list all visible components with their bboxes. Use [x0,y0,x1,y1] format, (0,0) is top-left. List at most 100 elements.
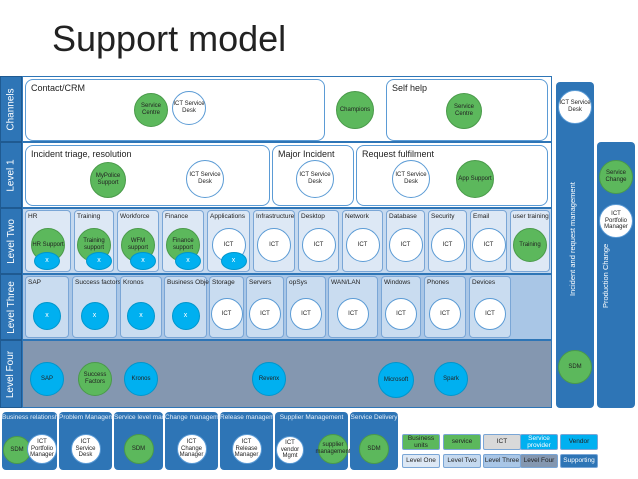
level2-column-title: Email [473,213,490,220]
level3-node: ICT [337,298,369,330]
support-process-title: Release management [220,414,284,421]
level2-column-title: user training [513,213,549,220]
level2-badge: x [220,252,247,270]
level3-node: x [171,302,200,330]
level3-node: ICT [290,298,322,330]
level2-column-title: Finance [165,213,189,220]
support-node: ICT Portfolio Manager [27,434,57,464]
request-fulfilment-title: Request fulfilment [362,149,435,159]
level3-column-title: Business Objects [167,279,218,286]
ict-service-desk-node: ICT Service Desk [172,91,206,125]
level-label-three: Level Three [0,274,22,340]
level2-node: ICT [388,228,423,262]
kronos-vendor-node: Kronos [124,362,158,396]
level2-node: ICT [471,228,506,262]
level2-node: ICT [430,228,465,262]
triage-box: Incident triage, resolution [25,145,270,206]
level2-column-title: Database [389,213,417,220]
success-factors-vendor-node: Success Factors [78,362,112,396]
app-support-node: App Support [456,160,494,198]
level2-badge: x [86,252,112,270]
legend-item: Level Three [483,454,521,468]
level2-node: ICT [345,228,380,262]
support-node: ICT Change Manager [176,434,207,464]
level3-column-title: WAN/LAN [331,279,361,286]
champions-node: Champions [336,91,374,129]
self-help-title: Self help [392,83,428,93]
legend-item: Supporting [560,454,598,468]
self-help-service-centre-node: Service Centre [446,93,482,129]
level-label-one: Level 1 [0,142,22,208]
level-label-four: Level Four [0,340,22,408]
level2-badge: x [175,252,201,270]
request-fulfilment-box: Request fulfilment [356,145,548,206]
level3-column-title: Phones [427,279,450,286]
level3-node: x [127,302,155,330]
legend-item: Level Two [443,454,481,468]
revenx-vendor-node: Revenx [252,362,286,396]
level2-column-title: Applications [210,213,246,220]
level3-node: ICT [429,298,461,330]
incident-desk-node: ICT Service Desk [558,90,592,124]
level3-column-title: Servers [249,279,272,286]
support-node: ICT Release Manager [231,434,262,464]
support-process-title: Business relationship [2,414,64,421]
level3-node: ICT [385,298,417,330]
level3-node: ICT [210,298,243,330]
mypolice-node: MyPolice Support [90,162,126,198]
support-node: supplier management [316,434,351,464]
level-label-channels: Channels [0,76,22,142]
spark-vendor-node: Spark [434,362,468,396]
level3-column-title: Storage [212,279,235,286]
support-node: SDM [123,434,154,464]
level2-node: ICT [301,228,336,262]
level3-column-title: opSys [289,279,308,286]
level3-node: x [80,302,109,330]
sap-vendor-node: SAP [30,362,64,396]
self-help-box: Self help [386,79,548,141]
level3-node: ICT [249,298,281,330]
level2-badge: x [34,252,60,270]
support-process-title: Service Delivery [350,414,398,421]
level2-column-title: HR [28,213,38,220]
level3-column-title: SAP [28,279,42,286]
level2-column-title: Network [345,213,369,220]
legend-item: Vendor [560,434,598,450]
level2-column-title: Security [431,213,455,220]
major-incident-title: Major Incident [278,149,335,159]
level3-node: x [33,302,61,330]
level3-node: ICT [474,298,506,330]
level2-column-title: Infrastructure [256,213,295,220]
level2-node: ICT [257,228,291,262]
contact-crm-title: Contact/CRM [31,83,86,93]
level2-node: Training [513,228,547,262]
microsoft-vendor-node: Microsoft [378,362,414,398]
level2-column-title: Workforce [120,213,150,220]
service-change-node: Service Change [599,160,633,194]
production-change-label: Production Change [601,243,610,308]
triage-title: Incident triage, resolution [31,149,132,159]
level2-column-title: Desktop [301,213,325,220]
legend-item: service [443,434,481,450]
level2-column-title: Training [77,213,101,220]
level-label-two: Level Two [0,208,22,274]
level3-column-title: Devices [472,279,496,286]
support-process-title: Supplier Management [279,414,344,421]
level3-column-title: Kronos [123,279,144,286]
support-node: SDM [359,434,389,464]
major-desk-node: ICT Service Desk [296,160,334,198]
support-process-title: Service level management [114,414,191,421]
level2-badge: x [130,252,156,270]
incident-request-label: Incident and request management [568,182,577,296]
portfolio-manager-node: ICT Portfolio Manager [599,204,633,238]
page-title: Support model [52,18,287,59]
legend-item: Level Four [520,454,558,468]
incident-sdm-node: SDM [558,350,592,384]
legend-item: ICT [483,434,521,450]
legend-item: Level One [402,454,440,468]
level3-column-title: Success factors [75,279,121,286]
legend-item: Business units [402,434,440,450]
support-node: ICT vendor Mgmt [276,436,304,464]
support-process-title: Problem Management [59,414,123,421]
support-process-title: Change management [165,414,228,421]
